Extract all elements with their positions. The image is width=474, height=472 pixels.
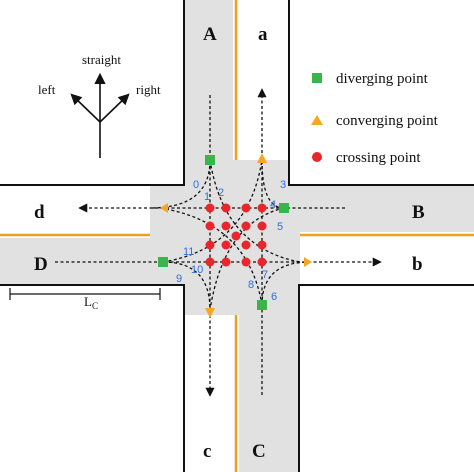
converging-points (160, 153, 312, 318)
crossing-point (221, 221, 231, 231)
approach-label-a: a (258, 24, 268, 45)
conflict-number: 10 (191, 264, 203, 276)
crossing-point (241, 240, 251, 250)
path-a-left (209, 159, 301, 263)
conflict-number: 7 (262, 269, 268, 281)
crossing-point (241, 203, 251, 213)
conflict-number: 6 (271, 291, 277, 303)
crossing-point (221, 257, 231, 267)
edge-sw (0, 284, 185, 472)
crossing-point (205, 257, 215, 267)
path-d-left (162, 159, 263, 263)
red-circle-icon (312, 152, 322, 162)
conflict-number: 11 (183, 246, 194, 258)
path-c-left (159, 207, 263, 306)
crossing-point (205, 240, 215, 250)
conflict-number: 2 (218, 187, 224, 199)
converging-point-b (304, 257, 312, 267)
dimension-lc (9, 288, 161, 300)
legend-crossing-label: crossing point (336, 150, 421, 166)
crossing-point (257, 257, 267, 267)
crossing-points (205, 203, 267, 267)
lane-east-lower (300, 238, 474, 285)
diverging-point-b (279, 203, 289, 213)
conflict-numbers: 0 1 2 3 4 5 6 7 8 9 10 11 (176, 179, 286, 303)
dimension-label: LC (84, 294, 98, 311)
diverging-point-c (257, 300, 267, 310)
compass-left (70, 93, 101, 123)
direction-compass (70, 72, 130, 158)
lane-north-right (239, 0, 289, 160)
dimension-label-main: L (84, 294, 92, 309)
conflict-number: 1 (204, 191, 210, 203)
compass-right (99, 93, 130, 123)
direction-left-label: left (38, 82, 56, 97)
approach-label-D: D (34, 254, 48, 275)
approach-label-c: c (203, 441, 211, 462)
path-c-right (261, 261, 311, 306)
edge-se (298, 284, 474, 472)
path-d-right (162, 261, 211, 311)
approach-label-B: B (412, 202, 425, 223)
intersection-box (184, 185, 299, 300)
path-b-left (209, 207, 285, 311)
direction-right-label: right (136, 82, 161, 97)
conflict-number: 9 (176, 273, 182, 285)
crossing-point (205, 203, 215, 213)
conflict-number: 3 (280, 179, 286, 191)
approach-label-b: b (412, 254, 423, 275)
legend: diverging point converging point crossin… (311, 71, 439, 166)
conflict-number: 0 (193, 179, 199, 191)
crossing-point (257, 203, 267, 213)
crossing-point (221, 203, 231, 213)
legend-converging-label: converging point (336, 113, 439, 129)
crossing-point (231, 231, 241, 241)
crossing-point (241, 257, 251, 267)
green-square-icon (312, 73, 322, 83)
converging-point-c (205, 308, 215, 318)
dimension-label-sub: C (92, 301, 98, 311)
approach-label-C: C (252, 441, 266, 462)
crossing-point (241, 221, 251, 231)
crossing-point (257, 221, 267, 231)
legend-diverging-label: diverging point (336, 71, 429, 87)
crossing-point (205, 221, 215, 231)
edge-nw (0, 0, 185, 186)
converging-point-d (160, 203, 168, 213)
approach-label-d: d (34, 202, 45, 223)
diverging-point-d (158, 257, 168, 267)
conflict-number: 5 (277, 221, 283, 233)
diverging-point-a (205, 155, 215, 165)
diverging-points (158, 155, 289, 310)
edge-ne (288, 0, 474, 186)
path-a-right (149, 159, 211, 209)
conflict-number: 4 (270, 199, 276, 211)
crossing-point (257, 240, 267, 250)
approach-label-A: A (203, 24, 217, 45)
conflict-number: 8 (248, 279, 254, 291)
orange-triangle-icon (311, 115, 323, 125)
direction-straight-label: straight (82, 52, 121, 67)
converging-point-a (257, 153, 267, 163)
crossing-point (221, 240, 231, 250)
